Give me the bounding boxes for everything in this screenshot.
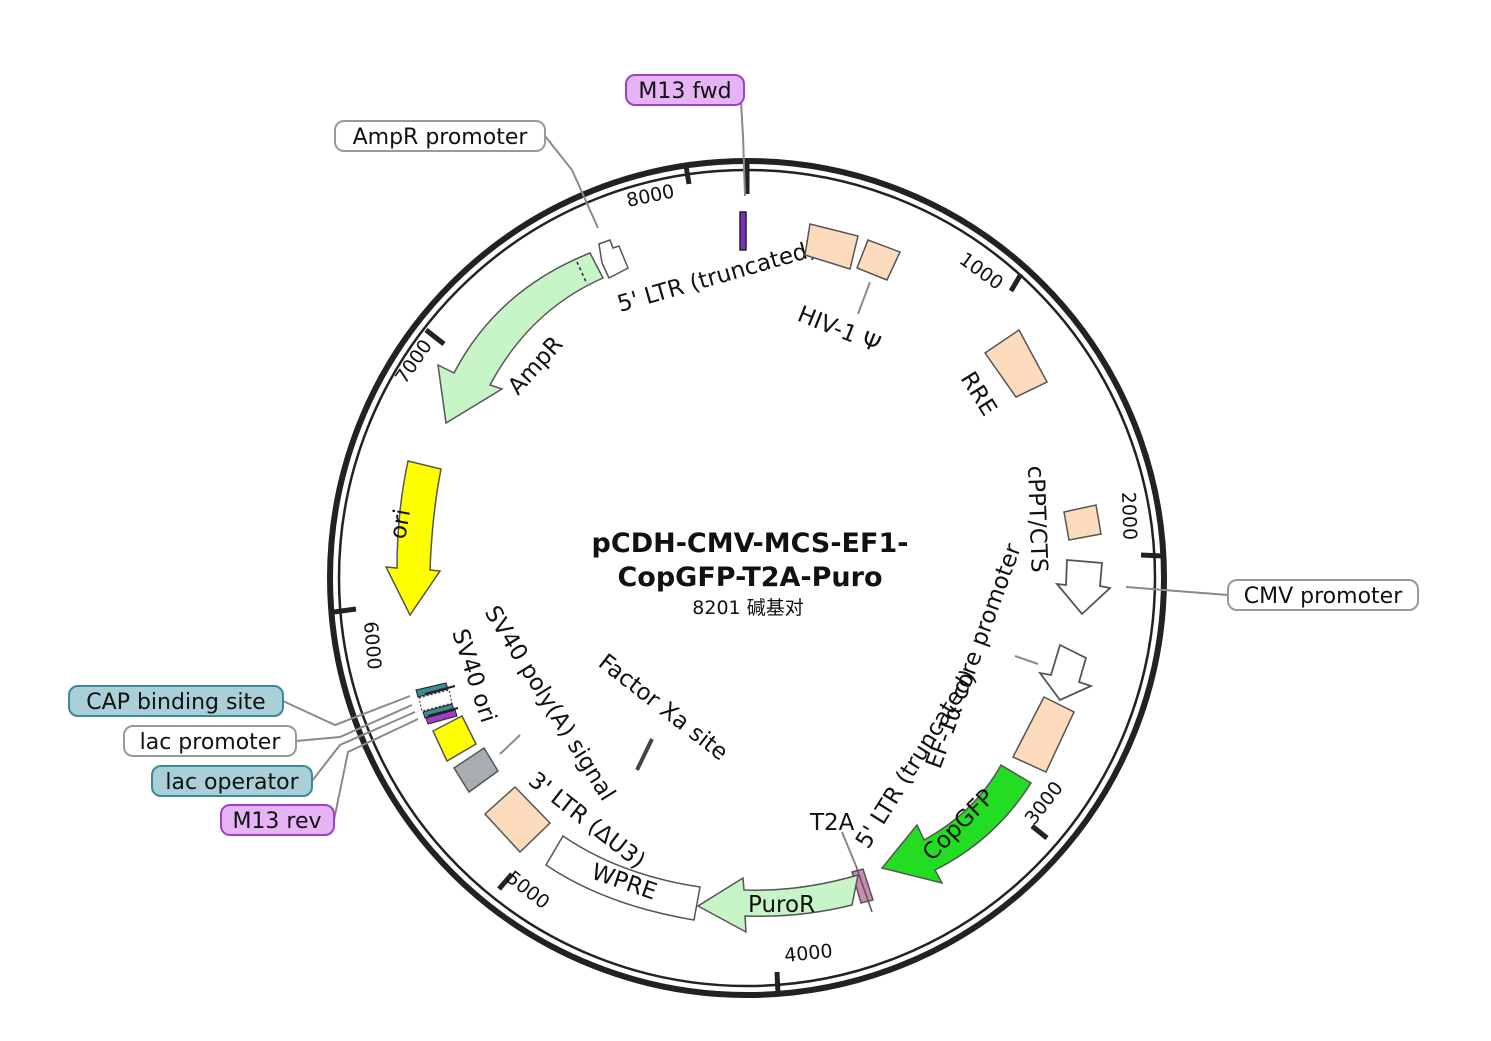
puror-arrow: [696, 873, 859, 934]
label-rre: RRE: [955, 367, 1002, 420]
svg-text:CMV promoter: CMV promoter: [1244, 584, 1403, 609]
ltr3-block: [483, 785, 552, 854]
hiv-psi-block-1: [804, 223, 859, 270]
tick-6000: 6000: [359, 621, 385, 671]
svg-text:AmpR promoter: AmpR promoter: [353, 125, 529, 150]
box-ampr-promoter: AmpR promoter: [334, 120, 546, 152]
label-cppt: cPPT/CTS: [1022, 465, 1052, 573]
m13-fwd-mark: [739, 211, 747, 251]
tick-5000: 5000: [502, 867, 554, 914]
cmv-promoter-arrow: [1054, 559, 1112, 616]
label-factor-xa: Factor Xa site: [593, 649, 732, 766]
hiv-psi-block-2: [856, 239, 902, 281]
sv40-polya-block: [452, 746, 500, 794]
copgfp-arrow: [880, 763, 1033, 885]
ampr-arrow: [437, 252, 605, 425]
cppt-block: [1063, 504, 1102, 541]
box-cmv-promoter: CMV promoter: [1227, 579, 1419, 611]
svg-text:M13 fwd: M13 fwd: [638, 79, 731, 104]
map-title-line2: CopGFP-T2A-Puro: [617, 562, 882, 593]
factor-xa-mark: [635, 738, 654, 771]
tick-marks: [333, 161, 1164, 995]
ori-arrow: [384, 460, 442, 617]
svg-text:M13 rev: M13 rev: [232, 809, 321, 834]
ampr-promoter-arrow: [598, 239, 629, 280]
tick-8000: 8000: [624, 180, 676, 212]
tick-4000: 4000: [783, 940, 833, 967]
label-puror: PuroR: [748, 892, 815, 918]
cap-binding-mark: [415, 682, 449, 698]
label-5ltr-truncated: 5' LTR (truncated): [614, 236, 819, 318]
ef1a-promoter-arrow: [1037, 643, 1094, 702]
lac-promoter-mark: [418, 689, 453, 712]
map-title-line1: pCDH-CMV-MCS-EF1-: [592, 528, 909, 559]
box-lac-promoter: lac promoter: [123, 725, 297, 757]
svg-text:lac operator: lac operator: [165, 770, 299, 795]
label-t2a: T2A: [809, 810, 855, 836]
m13-rev-mark: [425, 709, 458, 725]
rre-block: [983, 328, 1049, 398]
svg-text:lac promoter: lac promoter: [140, 730, 282, 755]
sv40-ori-block: [432, 714, 477, 763]
label-hiv-psi: HIV-1 Ψ: [794, 301, 884, 358]
svg-text:CAP binding site: CAP binding site: [86, 690, 265, 715]
tick-1000: 1000: [955, 248, 1007, 294]
box-m13-fwd: M13 fwd: [625, 74, 745, 106]
ltr5-block-2: [1011, 695, 1075, 773]
tick-7000: 7000: [391, 336, 437, 388]
box-cap-binding-site: CAP binding site: [68, 685, 284, 717]
tick-2000: 2000: [1117, 491, 1141, 540]
box-m13-rev: M13 rev: [220, 804, 335, 836]
box-lac-operator: lac operator: [151, 765, 313, 797]
wpre-block: [544, 834, 701, 921]
label-ori: ori: [385, 507, 416, 541]
map-size-label: 8201 碱基对: [692, 597, 803, 619]
